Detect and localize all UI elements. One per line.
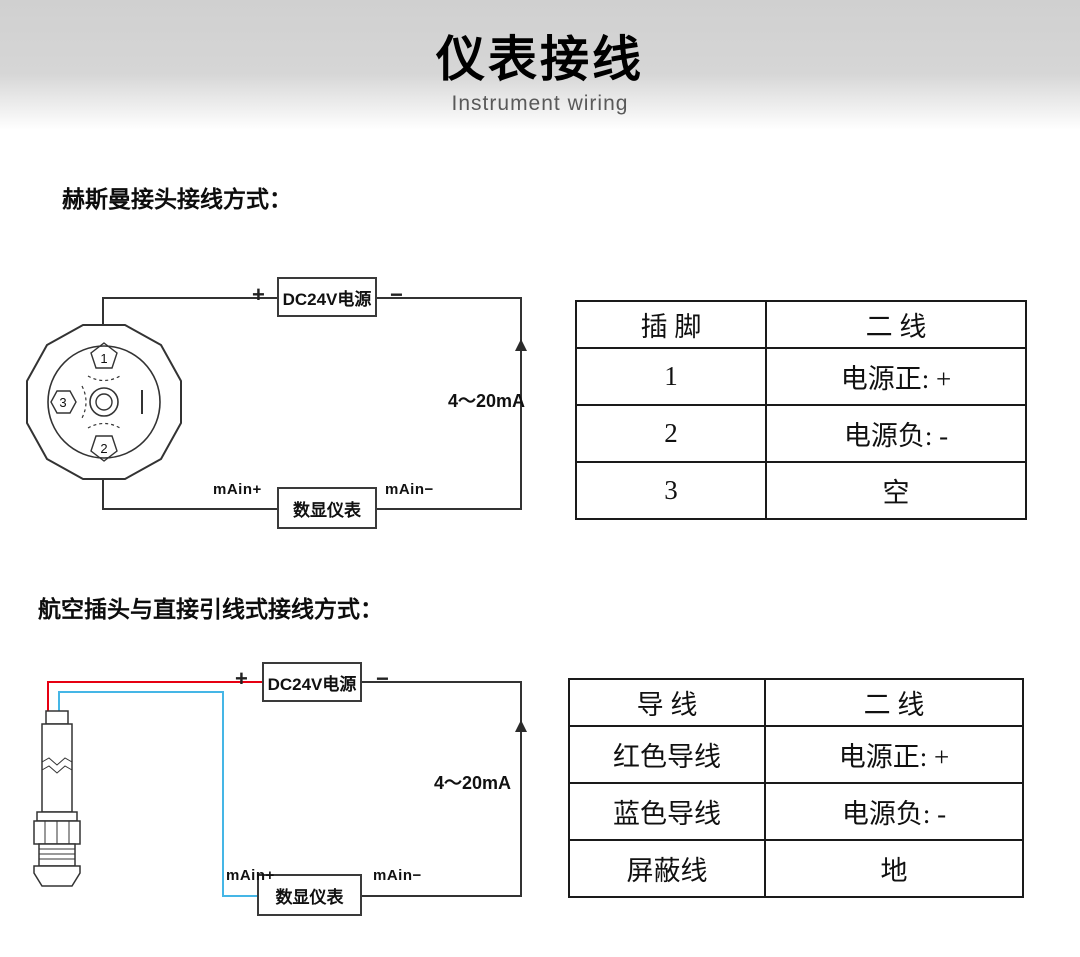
pin-2-arc <box>87 422 121 429</box>
blue-wire <box>58 691 224 693</box>
pin-1-label: 1 <box>100 351 107 366</box>
main-minus-label: mAin− <box>373 867 422 884</box>
pin-2-outline <box>90 435 118 462</box>
section-hirschmann-heading: 赫斯曼接头接线方式： <box>62 186 292 212</box>
wire-cell: 电源负: - <box>765 404 1027 463</box>
table-row: 屏蔽线 地 <box>568 839 1024 898</box>
plus-terminal-label: + <box>235 666 248 691</box>
pin-cell: 3 <box>575 461 767 520</box>
main-minus-label: mAin− <box>385 481 434 498</box>
page-subtitle: Instrument wiring <box>451 92 629 115</box>
table-row: 1 电源正: + <box>575 347 1027 406</box>
lead-cell: 屏蔽线 <box>568 839 766 898</box>
current-direction-arrow-icon <box>515 339 527 351</box>
table-header-row: 导 线 二 线 <box>568 678 1024 727</box>
wire-cell: 电源负: - <box>764 782 1024 841</box>
probe-tip <box>33 865 81 887</box>
lead-cell: 红色导线 <box>568 725 766 784</box>
probe-washer <box>36 811 78 822</box>
red-wire <box>47 681 262 683</box>
blue-wire <box>58 692 60 712</box>
current-direction-arrow-icon <box>515 720 527 732</box>
col-header-pin: 插 脚 <box>575 300 767 349</box>
pin-3-arc <box>81 385 87 419</box>
pin-2-label: 2 <box>100 441 107 456</box>
table-row: 蓝色导线 电源负: - <box>568 782 1024 841</box>
center-bore-inner <box>95 393 113 411</box>
col-header-two-wire: 二 线 <box>765 300 1027 349</box>
main-plus-label: mAin+ <box>226 867 275 884</box>
blue-wire <box>222 895 259 897</box>
wire-cell: 电源正: + <box>764 725 1024 784</box>
bottom-wire <box>362 895 522 897</box>
pin-3-outline <box>50 390 77 414</box>
pin-3-label: 3 <box>59 395 66 410</box>
probe-break-line <box>41 765 73 774</box>
table-row: 红色导线 电源正: + <box>568 725 1024 784</box>
col-header-two-wire: 二 线 <box>764 678 1024 727</box>
section-aviation-heading: 航空插头与直接引线式接线方式： <box>38 596 383 622</box>
page-title: 仪表接线 <box>435 33 644 87</box>
sensor-probe-icon <box>33 710 81 887</box>
top-wire <box>362 681 522 683</box>
minus-terminal-label: − <box>390 282 403 307</box>
wire-cell: 地 <box>764 839 1024 898</box>
minus-terminal-label: − <box>376 666 389 691</box>
display-meter-box: 数显仪表 <box>257 874 362 916</box>
current-range-label: 4～20mA <box>434 773 512 793</box>
power-supply-box: DC24V电源 <box>262 662 362 702</box>
current-range-label: 4～20mA <box>448 391 526 411</box>
plus-terminal-label: + <box>252 282 265 307</box>
lead-cell: 蓝色导线 <box>568 782 766 841</box>
pin-cell: 2 <box>575 404 767 463</box>
blue-wire <box>222 691 224 897</box>
probe-cable-gland <box>45 710 69 725</box>
table-header-row: 插 脚 二 线 <box>575 300 1027 349</box>
pin-1-outline <box>90 342 118 369</box>
red-wire <box>47 682 49 712</box>
pin-wiring-table: 插 脚 二 线 1 电源正: + 2 电源负: - 3 空 <box>575 300 1027 520</box>
main-plus-label: mAin+ <box>213 481 262 498</box>
lead-wiring-table: 导 线 二 线 红色导线 电源正: + 蓝色导线 电源负: - 屏蔽线 地 <box>568 678 1024 898</box>
right-wire <box>520 681 522 897</box>
probe-body <box>41 723 73 813</box>
wire-cell: 电源正: + <box>765 347 1027 406</box>
power-supply-box: DC24V电源 <box>277 277 377 317</box>
col-header-lead: 导 线 <box>568 678 766 727</box>
display-meter-box: 数显仪表 <box>277 487 377 529</box>
hirschmann-connector-icon: 1 2 3 <box>26 324 182 480</box>
wire-cell: 空 <box>765 461 1027 520</box>
pin-1-arc <box>87 375 121 382</box>
table-row: 3 空 <box>575 461 1027 520</box>
page-header: 仪表接线 Instrument wiring <box>0 0 1080 134</box>
pin-cell: 1 <box>575 347 767 406</box>
table-row: 2 电源负: - <box>575 404 1027 463</box>
probe-break-line <box>41 757 73 766</box>
probe-thread <box>38 843 76 867</box>
